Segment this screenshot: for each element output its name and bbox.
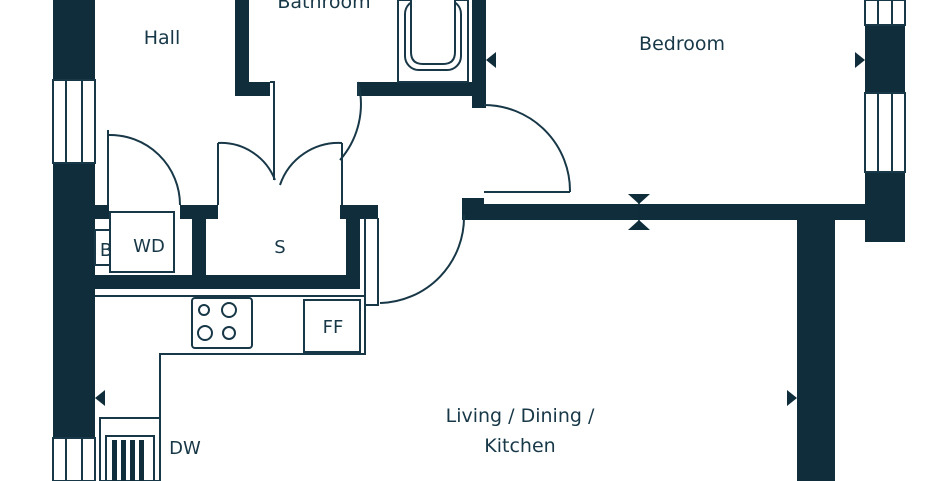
storage-right-wall: [346, 205, 360, 285]
fridge-box: [303, 299, 361, 353]
label-boiler: B: [100, 240, 112, 261]
label-fridge: FF: [323, 317, 344, 338]
bed-living-wall-stub: [462, 198, 484, 220]
bath-bottom-wall-left: [235, 82, 270, 96]
walls: [53, 0, 905, 481]
wc-fixtures: [94, 211, 361, 353]
left-wall-top: [53, 0, 95, 80]
living-right-wall: [797, 220, 835, 481]
arrow-bedroom-right: [855, 52, 865, 68]
bath-icon: [397, 0, 469, 83]
label-dishwasher: DW: [169, 438, 201, 459]
wc-right-wall: [192, 205, 206, 280]
kitchen-counter-outline: [95, 295, 366, 420]
bed-living-wall: [462, 204, 905, 220]
window-left-top: [52, 79, 96, 164]
dimension-arrow-icon: [95, 52, 865, 406]
hall-bath-wall: [235, 0, 249, 96]
window-icon: [52, 0, 906, 481]
wc-box: [109, 211, 175, 273]
dishwasher-icon: [99, 417, 161, 481]
wc-top-wall-stub: [180, 205, 218, 219]
bath-bottom-wall-right: [358, 82, 480, 96]
bath-bed-wall: [472, 0, 486, 108]
bath-door-jamb: [270, 81, 275, 180]
label-hall: Hall: [144, 27, 181, 49]
hall-kitchen-wall: [95, 275, 360, 289]
right-wall-top: [865, 25, 905, 93]
arrow-living-right: [787, 390, 797, 406]
label-storage: S: [274, 237, 285, 258]
hob-icon: [191, 297, 253, 349]
storage-top-stub: [340, 205, 378, 219]
label-bedroom: Bedroom: [639, 33, 725, 55]
left-wall-mid: [53, 163, 95, 438]
arrow-bedroom-left: [486, 52, 496, 68]
window-right-top: [864, 0, 906, 26]
label-living-line2: Kitchen: [484, 435, 555, 457]
label-living-line1: Living / Dining /: [446, 405, 595, 427]
living-door-jamb: [364, 218, 379, 306]
room-labels: Hall Bathroom Bedroom WD B S FF DW Livin…: [100, 0, 725, 459]
wc-left-stub: [95, 205, 109, 219]
door-swing-icon: [107, 81, 572, 304]
label-bathroom: Bathroom: [277, 0, 370, 13]
window-left-bottom: [52, 437, 96, 481]
window-right-mid: [864, 92, 906, 173]
arrow-living-left: [95, 390, 105, 406]
label-wc: WD: [133, 236, 165, 257]
